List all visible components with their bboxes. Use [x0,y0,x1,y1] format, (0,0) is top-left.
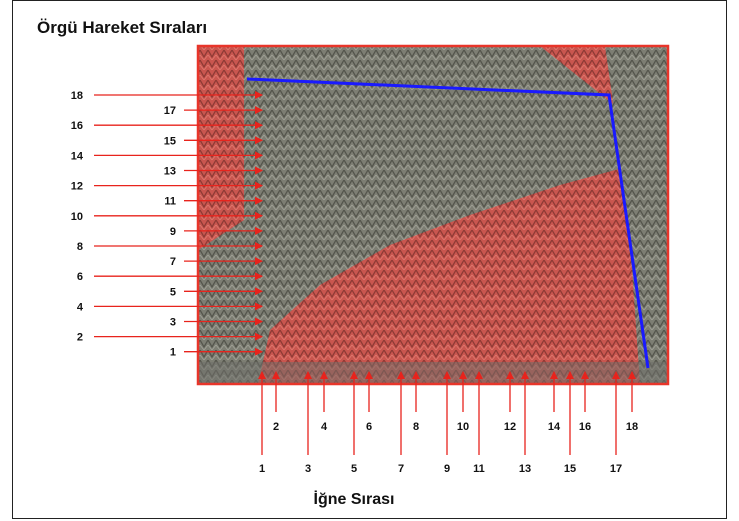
row-arrows [94,91,263,356]
needle-label: 10 [457,421,469,433]
row-label: 5 [170,286,176,298]
figure-title: Örgü Hareket Sıraları [37,18,208,37]
knit-gray-right-region [605,46,668,384]
needle-label: 13 [519,463,531,475]
needle-label: 16 [579,421,591,433]
needle-label: 8 [413,421,419,433]
row-label: 8 [77,241,83,253]
needle-label: 6 [366,421,372,433]
needle-label: 9 [444,463,450,475]
row-label: 17 [164,105,176,117]
row-label: 11 [164,196,176,208]
needle-label: 1 [259,463,265,475]
needle-label: 5 [351,463,357,475]
row-label: 6 [77,271,83,283]
needle-label: 14 [548,421,561,433]
row-label: 12 [71,181,83,193]
row-label: 7 [170,256,176,268]
needle-label: 4 [321,421,328,433]
needle-label: 15 [564,463,576,475]
row-label: 16 [71,120,83,132]
knit-gray-region [198,46,652,384]
needle-arrows [258,371,636,455]
needle-label: 17 [610,463,622,475]
row-label: 2 [77,332,83,344]
needle-label: 7 [398,463,404,475]
knit-red-left-region [198,46,244,250]
needle-label: 2 [273,421,279,433]
row-label: 18 [71,90,83,102]
row-label: 4 [77,301,84,313]
blue-guide-line [246,77,650,369]
row-label: 13 [164,166,176,178]
row-label: 14 [71,150,84,162]
photo-border [196,44,670,386]
row-label: 9 [170,226,176,238]
knit-photo [196,44,670,386]
row-label: 1 [170,347,176,359]
row-label: 15 [164,135,176,147]
needle-label: 11 [473,463,485,475]
x-axis-title: İğne Sırası [313,491,395,508]
needle-label: 3 [305,463,311,475]
knit-bottom-edge [198,362,668,384]
needle-label: 12 [504,421,516,433]
needle-label: 18 [626,421,638,433]
row-label: 3 [170,317,176,329]
row-label: 10 [71,211,83,223]
